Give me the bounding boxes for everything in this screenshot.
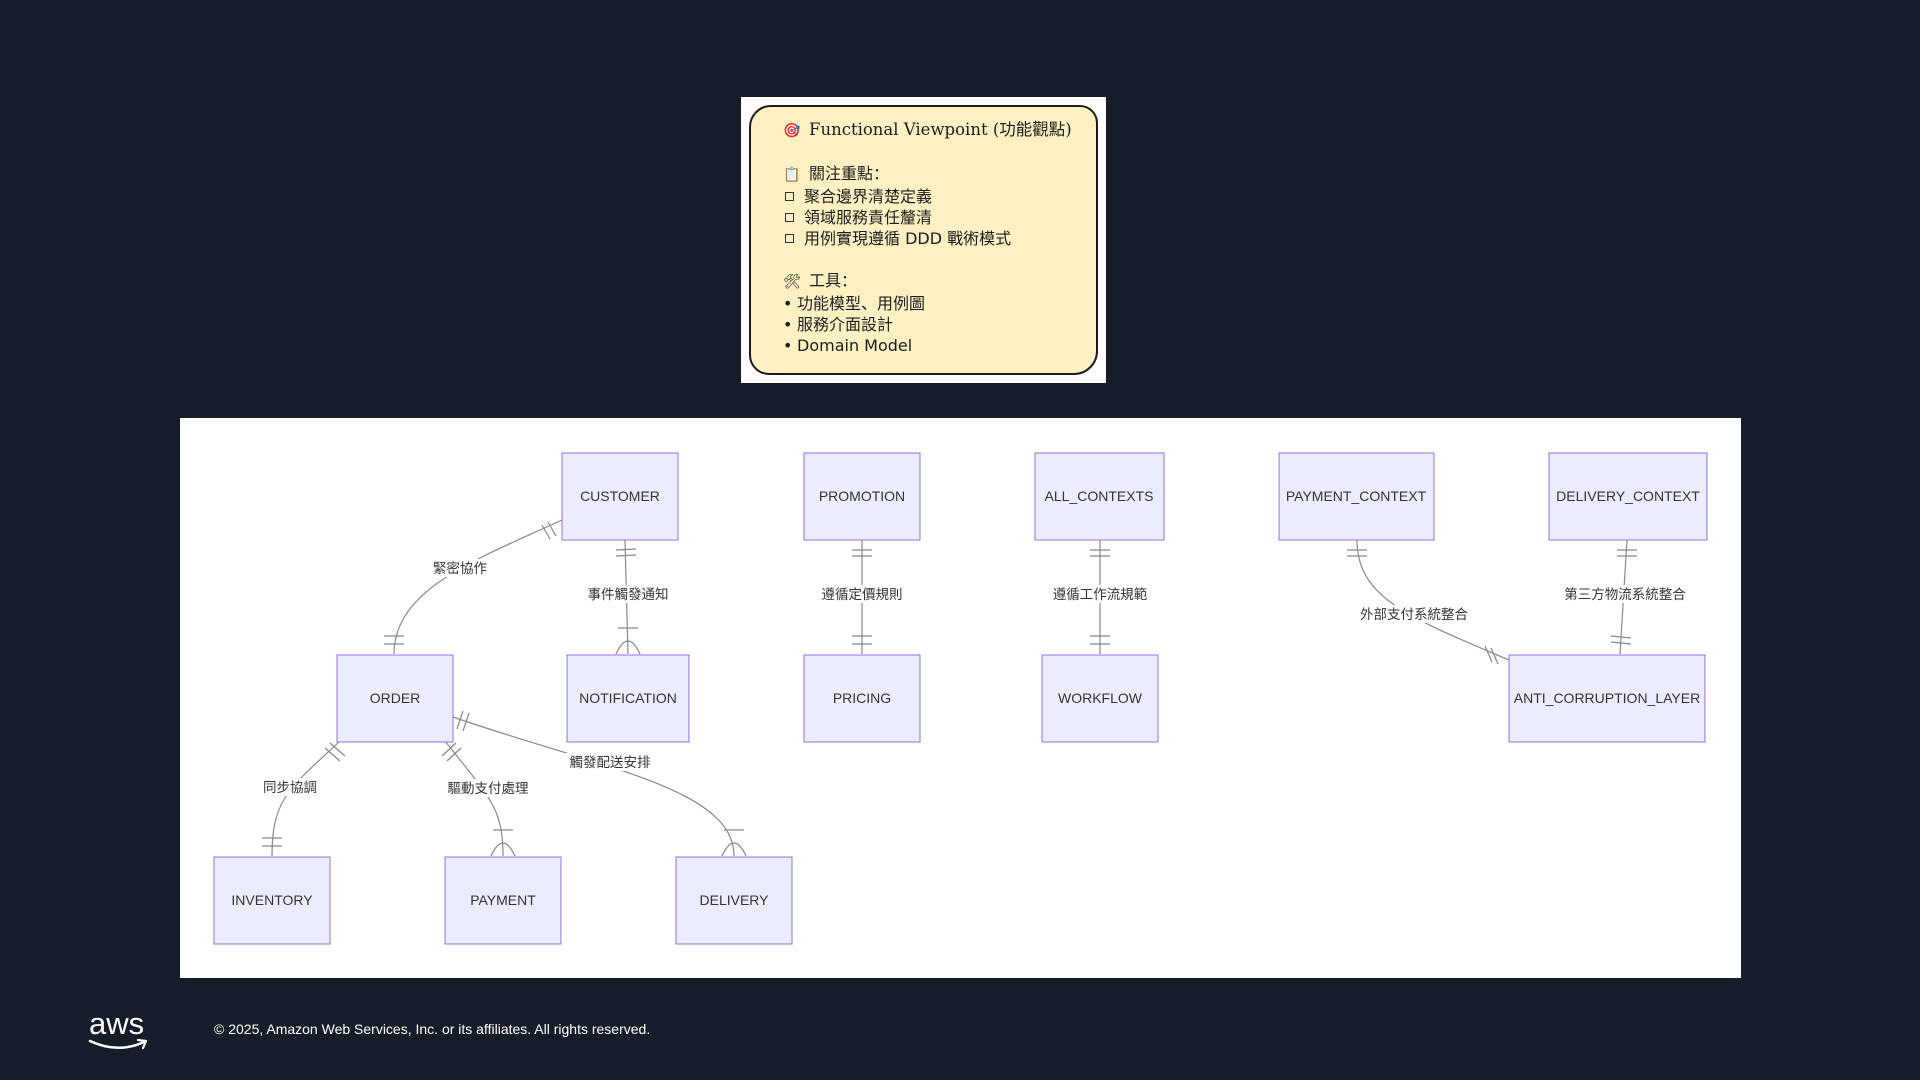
- focus-item: 用例實現遵循 DDD 戰術模式: [783, 228, 1096, 249]
- edge-order-inventory: [271, 740, 341, 857]
- aws-logo: aws: [88, 1006, 152, 1052]
- svg-text:PAYMENT: PAYMENT: [470, 892, 536, 908]
- node-all-contexts[interactable]: ALL_CONTEXTS: [1034, 452, 1165, 541]
- node-payment[interactable]: PAYMENT: [444, 856, 562, 945]
- aws-logo-text: aws: [89, 1006, 145, 1041]
- svg-text:DELIVERY_CONTEXT: DELIVERY_CONTEXT: [1556, 488, 1700, 504]
- svg-text:ALL_CONTEXTS: ALL_CONTEXTS: [1045, 488, 1154, 504]
- focus-item: 領域服務責任釐清: [783, 207, 1096, 228]
- footer: aws © 2025, Amazon Web Services, Inc. or…: [88, 1006, 988, 1054]
- context-map-diagram: 緊密協作 事件觸發通知 遵循定價規則 遵循工作流規範 外部支付系統整合 第三方物…: [180, 418, 1741, 978]
- tool-item: •Domain Model: [783, 336, 913, 355]
- svg-text:WORKFLOW: WORKFLOW: [1058, 690, 1143, 706]
- edge-labels: 緊密協作 事件觸發通知 遵循定價規則 遵循工作流規範 外部支付系統整合 第三方物…: [260, 559, 1690, 797]
- tool-item: •功能模型、用例圖: [783, 294, 926, 313]
- node-customer[interactable]: CUSTOMER: [561, 452, 679, 541]
- svg-text:ORDER: ORDER: [370, 690, 421, 706]
- note-title-row: 🎯 Functional Viewpoint (功能觀點): [783, 119, 1096, 142]
- edge-label-order-inventory: 同步協調: [263, 780, 317, 796]
- focus-heading: 關注重點：: [809, 164, 890, 183]
- checkbox-icon: [785, 213, 794, 222]
- edge-customer-order: [393, 519, 563, 655]
- edge-order-delivery: [452, 716, 735, 857]
- tools-heading: 工具：: [809, 271, 858, 290]
- svg-text:PAYMENT_CONTEXT: PAYMENT_CONTEXT: [1286, 488, 1427, 504]
- edge-label-delivery-acl: 第三方物流系統整合: [1564, 586, 1686, 603]
- svg-text:DELIVERY: DELIVERY: [700, 892, 770, 908]
- svg-text:ANTI_CORRUPTION_LAYER: ANTI_CORRUPTION_LAYER: [1514, 690, 1700, 706]
- copyright-text: © 2025, Amazon Web Services, Inc. or its…: [214, 1021, 651, 1037]
- edge-order-payment: [444, 740, 504, 857]
- svg-text:PROMOTION: PROMOTION: [819, 488, 905, 504]
- clipboard-icon: 📋: [783, 167, 801, 183]
- svg-text:NOTIFICATION: NOTIFICATION: [579, 690, 677, 706]
- edge-label-customer-notification: 事件觸發通知: [588, 586, 669, 603]
- edge-label-customer-order: 緊密協作: [433, 560, 487, 577]
- tool-item: •服務介面設計: [783, 315, 894, 334]
- aws-smile-icon: [88, 1038, 148, 1050]
- edge-label-order-delivery: 觸發配送安排: [570, 755, 651, 771]
- note-title: Functional Viewpoint (功能觀點): [809, 120, 1072, 139]
- node-payment-context[interactable]: PAYMENT_CONTEXT: [1278, 452, 1435, 541]
- edge-label-all-workflow: 遵循工作流規範: [1053, 586, 1148, 603]
- viewpoint-note-image: 🎯 Functional Viewpoint (功能觀點) 📋 關注重點： 聚合邊界…: [741, 97, 1106, 383]
- tools-heading-row: 🛠 工具：: [783, 270, 1096, 293]
- svg-text:CUSTOMER: CUSTOMER: [580, 488, 660, 504]
- checkbox-icon: [785, 192, 794, 201]
- svg-text:PRICING: PRICING: [833, 690, 891, 706]
- node-promotion[interactable]: PROMOTION: [803, 452, 921, 541]
- tools-icon: 🛠: [783, 274, 801, 290]
- checkbox-icon: [785, 234, 794, 243]
- node-order[interactable]: ORDER: [336, 654, 454, 743]
- edge-label-payment-acl: 外部支付系統整合: [1360, 607, 1468, 623]
- focus-heading-row: 📋 關注重點：: [783, 163, 1096, 186]
- viewpoint-note: 🎯 Functional Viewpoint (功能觀點) 📋 關注重點： 聚合邊界…: [749, 105, 1098, 375]
- cardinality-markers: [262, 521, 1637, 857]
- node-notification[interactable]: NOTIFICATION: [566, 654, 690, 743]
- node-workflow[interactable]: WORKFLOW: [1041, 654, 1159, 743]
- focus-item: 聚合邊界清楚定義: [783, 186, 1096, 207]
- node-anti-corruption-layer[interactable]: ANTI_CORRUPTION_LAYER: [1508, 654, 1706, 743]
- node-inventory[interactable]: INVENTORY: [213, 856, 331, 945]
- edge-label-order-payment: 驅動支付處理: [448, 781, 529, 797]
- node-delivery-context[interactable]: DELIVERY_CONTEXT: [1548, 452, 1708, 541]
- target-icon: 🎯: [783, 123, 801, 139]
- node-delivery[interactable]: DELIVERY: [675, 856, 793, 945]
- node-pricing[interactable]: PRICING: [803, 654, 921, 743]
- edge-payment-acl: [1356, 539, 1510, 661]
- nodes: CUSTOMER PROMOTION ALL_CONTEXTS PAYMENT_…: [213, 452, 1708, 945]
- bullet-icon: •: [783, 294, 793, 313]
- bullet-icon: •: [783, 315, 793, 334]
- bullet-icon: •: [783, 336, 793, 355]
- svg-text:INVENTORY: INVENTORY: [231, 892, 313, 908]
- edge-label-promotion-pricing: 遵循定價規則: [822, 586, 903, 603]
